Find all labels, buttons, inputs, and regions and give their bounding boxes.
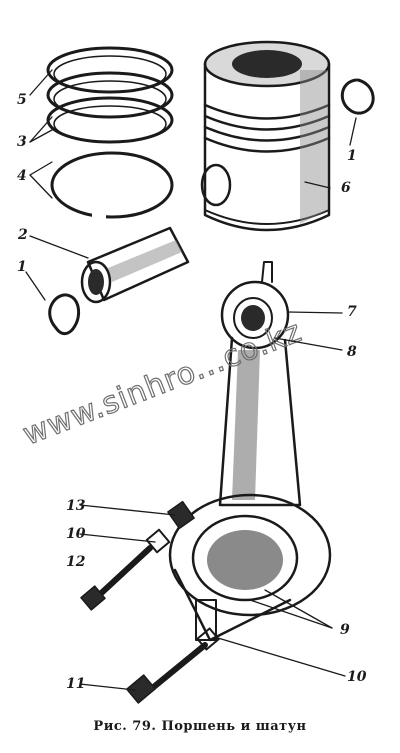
ring-3-lower-inner (53, 105, 167, 143)
piston-bowl (232, 50, 302, 78)
circlip-left (48, 293, 80, 336)
callout-9: 9 (340, 622, 350, 638)
callout-10-upper: 10 (66, 526, 86, 542)
piston-pin (80, 226, 190, 304)
lower-bolt-assembly (126, 627, 220, 704)
piston (200, 40, 331, 232)
figure-caption: Рис. 79. Поршень и шатун (93, 719, 307, 734)
callout-13: 13 (66, 498, 86, 514)
ring-4-expander (50, 151, 174, 219)
piston-pin-boss (200, 163, 232, 207)
big-end-bearing (191, 514, 299, 602)
small-end-bushing (233, 297, 273, 339)
callout-6: 6 (341, 180, 351, 196)
connecting-rod (168, 261, 332, 642)
callout-5: 5 (17, 92, 27, 108)
callouts: 5 3 4 1 6 2 1 7 8 13 10 12 9 10 11 (17, 92, 367, 692)
ring-5-top-inner (53, 55, 167, 93)
watermark-text: www.sinhro...co.kz (18, 314, 306, 453)
callout-4: 4 (17, 168, 27, 184)
upper-bolt-assembly (80, 500, 195, 611)
callout-1-left: 1 (17, 259, 27, 275)
callout-12: 12 (66, 554, 86, 570)
callout-11: 11 (66, 676, 85, 692)
rod-cap (195, 599, 217, 641)
circlip-top (340, 78, 375, 115)
piston-rings-group (46, 46, 174, 220)
leader-lines (25, 69, 357, 691)
callout-7: 7 (347, 304, 357, 320)
callout-10-lower: 10 (347, 669, 367, 685)
callout-8: 8 (347, 344, 357, 360)
ring-3-upper-inner (53, 80, 167, 118)
callout-1-top: 1 (347, 148, 357, 164)
callout-2: 2 (17, 227, 28, 243)
callout-3: 3 (17, 134, 27, 150)
